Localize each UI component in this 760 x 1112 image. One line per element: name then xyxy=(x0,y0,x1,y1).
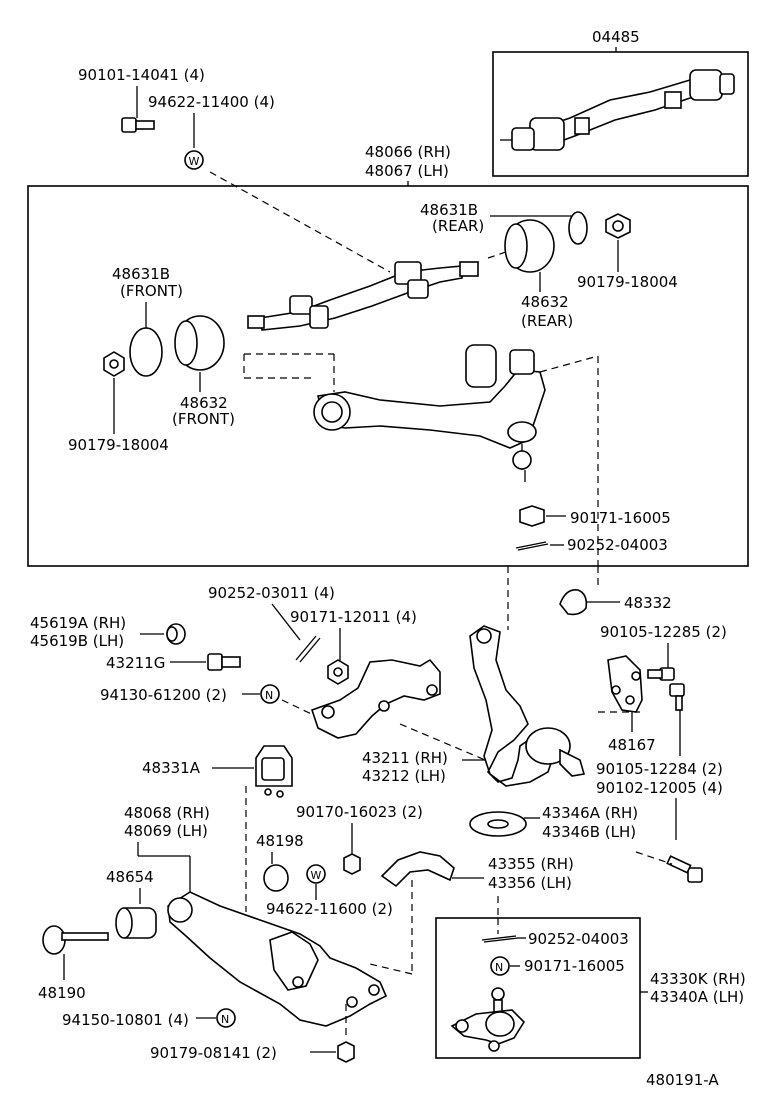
front-spacer-illustration xyxy=(174,315,225,371)
bolt-12285-label: 90105-12285 (2) xyxy=(600,623,727,641)
kit-part-label: 04485 xyxy=(592,28,640,46)
castle-nut-2-label: 90171-12011 (4) xyxy=(290,608,417,626)
nut-16023-label: 90170-16023 (2) xyxy=(296,803,423,821)
nut-10801-n-glyph: N xyxy=(221,1013,229,1026)
dust-cover-rh-label: 45619A (RH) xyxy=(30,614,126,632)
knuckle-lh-label: 43212 (LH) xyxy=(362,767,446,785)
bushing-48198-illustration xyxy=(263,864,289,892)
upper-bolt-label: 90101-14041 (4) xyxy=(78,66,205,84)
nut-08141-illustration xyxy=(337,1041,355,1063)
cam-48190-illustration xyxy=(42,925,109,955)
front-spacer-part-label: 48632 xyxy=(180,394,228,412)
ball-joint-lh-label: 43340A (LH) xyxy=(650,988,744,1006)
rear-nut-label: 90179-18004 xyxy=(577,273,678,291)
upper-washer-w-glyph: W xyxy=(189,155,200,168)
dust-cover-illustration xyxy=(166,623,186,645)
dust-cover-lh-label: 45619B (LH) xyxy=(30,632,124,650)
bump-stopper-label: 48332 xyxy=(624,594,672,612)
bolt-12005-label: 90102-12005 (4) xyxy=(596,779,723,797)
nut-94130-n-symbol xyxy=(260,684,280,704)
front-spacer-note-label: (FRONT) xyxy=(172,410,235,428)
lower-arm-illustration xyxy=(167,891,388,1027)
cotter-pin-2-label: 90252-03011 (4) xyxy=(208,584,335,602)
rear-spacer-illustration xyxy=(504,219,555,273)
front-washer-illustration xyxy=(129,327,163,377)
upper-washer-w-symbol xyxy=(184,150,204,170)
cover-rh-label: 43355 (RH) xyxy=(488,855,574,873)
shim-illustration xyxy=(469,811,527,837)
rear-bushing-part-label: 48631B xyxy=(420,201,478,219)
kit-arm-illustration xyxy=(500,69,735,151)
bushing-48654-illustration xyxy=(115,907,157,939)
cotter-pin-2-illustration xyxy=(295,635,321,663)
bolt-12284-illustration xyxy=(669,683,685,711)
nut-08141-label: 90179-08141 (2) xyxy=(150,1044,277,1062)
steering-knuckle-illustration xyxy=(469,625,586,787)
box-nut-label: 90171-16005 xyxy=(524,957,625,975)
ball-nut-label: 90171-16005 xyxy=(570,509,671,527)
box-cotter-pin-label: 90252-04003 xyxy=(528,930,629,948)
washer-11600-label: 94622-11600 (2) xyxy=(266,900,393,918)
front-bushing-part-label: 48631B xyxy=(112,265,170,283)
middle-bracket-illustration xyxy=(310,658,441,739)
stopper-48331a-illustration xyxy=(255,745,293,798)
stopper-48331a-label: 48331A xyxy=(142,759,201,777)
nut-94130-label: 94130-61200 (2) xyxy=(100,686,227,704)
ball-joint-box xyxy=(435,917,641,1059)
washer-11600-w-glyph: W xyxy=(311,869,322,882)
upper-bolt-illustration xyxy=(121,117,155,133)
front-nut-label: 90179-18004 xyxy=(68,436,169,454)
upper-arm-label-rh: 48066 (RH) xyxy=(365,143,451,161)
shim-lh-label: 43346B (LH) xyxy=(542,823,636,841)
cover-43355-illustration xyxy=(380,851,455,888)
bracket-48167-label: 48167 xyxy=(608,736,656,754)
cotter-pin-illustration xyxy=(515,541,549,551)
rear-bushing-note-label: (REAR) xyxy=(432,217,484,235)
shim-rh-label: 43346A (RH) xyxy=(542,804,638,822)
knuckle-rh-label: 43211 (RH) xyxy=(362,749,448,767)
rear-washer-illustration xyxy=(568,211,588,245)
upper-arm-label-lh: 48067 (LH) xyxy=(365,162,449,180)
bolt-43211g-illustration xyxy=(207,653,241,671)
nut-16023-illustration xyxy=(343,853,361,875)
front-bushing-note-label: (FRONT) xyxy=(120,282,183,300)
castle-nut-2-illustration xyxy=(327,659,349,685)
rear-nut-illustration xyxy=(605,213,631,239)
nut-94130-n-glyph: N xyxy=(265,689,273,702)
cam-48190-label: 48190 xyxy=(38,984,86,1002)
rear-spacer-note-label: (REAR) xyxy=(521,312,573,330)
cotter-pin-label: 90252-04003 xyxy=(567,536,668,554)
upper-arm-frame xyxy=(27,185,749,567)
bump-stopper-illustration xyxy=(559,588,588,616)
ball-joint-illustration xyxy=(450,987,526,1052)
bushing-48654-label: 48654 xyxy=(106,868,154,886)
lower-arm-lh-label: 48069 (LH) xyxy=(124,822,208,840)
front-nut-illustration xyxy=(103,351,125,377)
bolt-12284-label: 90105-12284 (2) xyxy=(596,760,723,778)
bolt-12285-illustration xyxy=(647,667,675,681)
lower-arm-rh-label: 48068 (RH) xyxy=(124,804,210,822)
upper-arm-illustration xyxy=(247,261,546,482)
ball-nut-illustration xyxy=(519,505,545,527)
washer-11600-w-symbol xyxy=(306,864,326,884)
bracket-48167-illustration xyxy=(607,655,643,713)
diagram-id-label: 480191-A xyxy=(646,1071,719,1089)
bushing-48198-label: 48198 xyxy=(256,832,304,850)
ball-joint-rh-label: 43330K (RH) xyxy=(650,970,746,988)
box-cotter-pin-illustration xyxy=(481,935,519,943)
upper-washer-label: 94622-11400 (4) xyxy=(148,93,275,111)
box-nut-n-glyph: N xyxy=(495,961,503,974)
rear-spacer-part-label: 48632 xyxy=(521,293,569,311)
kit-box xyxy=(492,51,749,177)
bolt-43211g-label: 43211G xyxy=(106,654,165,672)
nut-10801-n-symbol xyxy=(216,1008,236,1028)
cover-lh-label: 43356 (LH) xyxy=(488,874,572,892)
nut-10801-label: 94150-10801 (4) xyxy=(62,1011,189,1029)
box-nut-n-symbol xyxy=(490,956,510,976)
bolt-12005-illustration xyxy=(666,855,703,883)
